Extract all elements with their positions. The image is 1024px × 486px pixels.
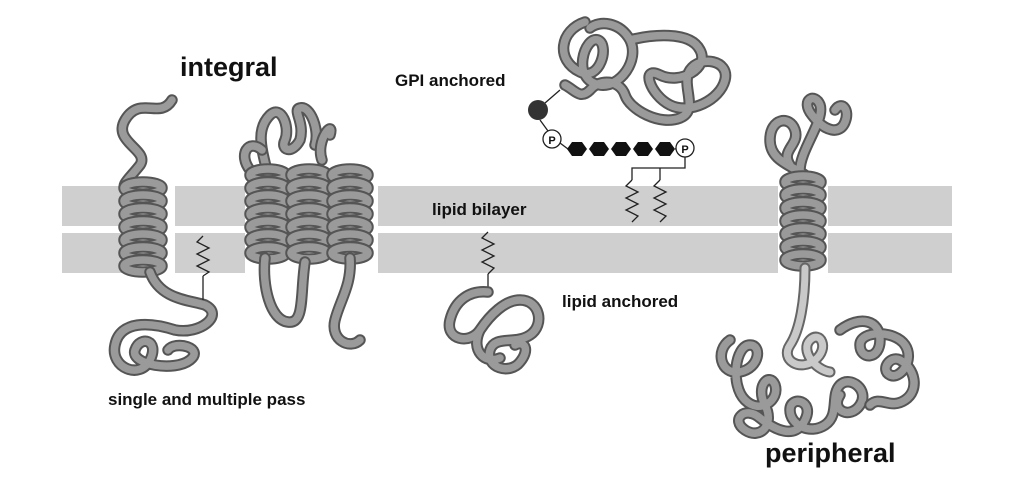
phosphate-right-label: P	[681, 144, 688, 156]
gpi-lipid-tether	[631, 157, 686, 180]
peripheral-protein	[715, 92, 920, 439]
multi-pass-helix-1	[244, 163, 292, 265]
glycan-hexagon-2	[589, 142, 609, 156]
bilayer-upper-segment-1	[62, 186, 122, 226]
multi-pass-helix-3	[326, 163, 374, 265]
bilayer-lower-segment-3	[378, 233, 778, 273]
single-and-multiple-pass-label: single and multiple pass	[108, 390, 305, 409]
glycan-hexagon-3	[611, 142, 631, 156]
bilayer-upper-segment-4	[828, 186, 952, 226]
bilayer-upper-segment-2	[175, 186, 245, 226]
phosphate-left-icon	[542, 129, 562, 149]
peripheral-helix	[779, 170, 827, 272]
gpi-anchored-label: GPI anchored	[395, 71, 506, 90]
bilayer-lower-segment-4	[828, 233, 952, 273]
bilayer-upper-segment-3	[378, 186, 778, 226]
peripheral-label: peripheral	[765, 438, 896, 468]
lipid-anchor-tail	[480, 231, 496, 275]
gpi-attachment-bead	[528, 100, 548, 120]
single-pass-helix	[118, 176, 168, 278]
bilayer-lower-segment-2	[175, 233, 245, 273]
lipid-bilayer-label: lipid bilayer	[432, 200, 527, 219]
lipid-bilayer	[62, 186, 952, 273]
glycan-hexagon-4	[633, 142, 653, 156]
single-pass-protein	[108, 94, 218, 376]
multi-pass-helix-2	[285, 163, 333, 265]
glycan-hexagon-5	[655, 142, 675, 156]
glycan-chain	[567, 142, 675, 156]
integral-label: integral	[180, 52, 278, 82]
gpi-lipid-tail-1	[624, 179, 640, 223]
phosphate-left-label: P	[548, 135, 555, 147]
gpi-lipid-tail-2	[652, 179, 668, 223]
bilayer-lower-segment-1	[62, 233, 122, 273]
single-pass-lipid-tail	[195, 235, 211, 277]
lipid-anchored-protein	[443, 231, 545, 375]
glycan-hexagon-1	[567, 142, 587, 156]
lipid-anchored-label: lipid anchored	[562, 292, 678, 311]
multi-pass-protein	[239, 102, 374, 350]
gpi-anchored-protein: P P	[528, 16, 732, 223]
